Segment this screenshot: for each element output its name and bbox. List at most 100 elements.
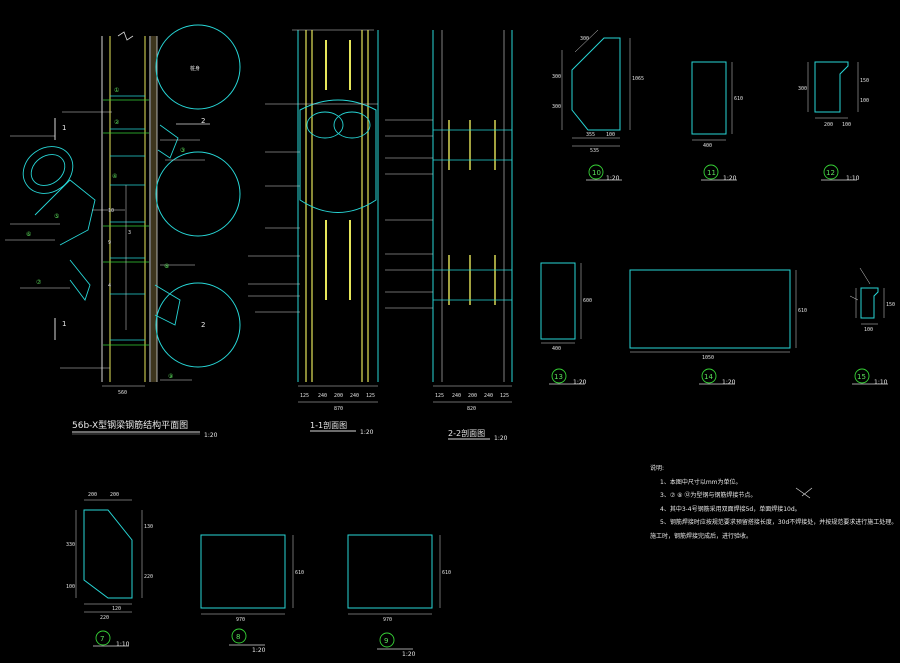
d10-dim-0: 300	[580, 36, 589, 42]
d10-dim-6: 535	[590, 148, 599, 154]
section11-scale: 1:20	[360, 429, 374, 436]
plan-dim-10: 10	[108, 208, 114, 214]
detail-15: 150 100 15 1:10	[849, 267, 895, 386]
d12-id: 12	[826, 169, 835, 177]
d15-id: 15	[857, 373, 866, 381]
note-line-1: 1、本图中尺寸以mm为单位。	[660, 478, 742, 486]
callout-3: ③	[180, 147, 185, 154]
d10-id: 10	[592, 169, 601, 177]
s22-dim-1: 240	[452, 393, 461, 399]
callout-2: ②	[114, 119, 120, 126]
d13-dim-1: 400	[552, 346, 561, 352]
d10-dim-2: 300	[552, 104, 561, 110]
plan-section-mark-1-top: 1	[62, 124, 66, 132]
d7-scale: 1:10	[116, 641, 130, 648]
s11-dim-2: 200	[334, 393, 343, 399]
d10-dim-3: 1065	[632, 76, 644, 82]
detail-13: 600 400 13 1:20	[540, 262, 592, 386]
s22-dim-total: 820	[467, 406, 476, 412]
note-line-4: 4、其中3-4号钢筋采用双面焊接5d，单面焊接10d。	[660, 505, 801, 513]
detail-10: 300 300 300 1065 355 100 535 10 1:20	[552, 29, 644, 182]
d9-id: 9	[384, 637, 388, 645]
d7-dim-4: 220	[144, 574, 153, 580]
callout-4: ④	[112, 173, 117, 180]
callout-6: ⑥	[26, 231, 31, 238]
note-line-5: 5、钢筋焊接时应按规范要求预留搭接长度，30d不焊接处，并按规范要求进行施工处理…	[660, 519, 898, 526]
s11-dim-1: 240	[318, 393, 327, 399]
d10-dim-4: 355	[586, 132, 595, 138]
d13-scale: 1:20	[573, 379, 587, 386]
section-1-1: 125 240 200 240 125 870 1-1剖面图 1:20	[248, 29, 379, 436]
plan-view: 10 9 4 3 桩身 2 2 1 1	[5, 24, 241, 439]
notes-block: 说明: 1、本图中尺寸以mm为单位。 3、⑦ ⑧ ⑫为型钢与钢筋焊接节点。 4、…	[650, 462, 898, 543]
d10-dim-5: 100	[606, 132, 615, 138]
d13-dim-0: 600	[583, 298, 592, 304]
s22-dim-0: 125	[435, 393, 444, 399]
s11-dim-0: 125	[300, 393, 309, 399]
d14-scale: 1:20	[722, 379, 736, 386]
d7-dim-7: 120	[112, 606, 121, 612]
d11-id: 11	[707, 169, 716, 177]
d8-scale: 1:20	[252, 647, 266, 654]
plan-dim-bottom: 560	[118, 390, 127, 396]
d7-dim-0: 200	[88, 492, 97, 498]
d11-dim-1: 400	[703, 143, 712, 149]
d7-dim-1: 200	[110, 492, 119, 498]
section11-title: 1-1剖面图	[310, 420, 347, 430]
d9-scale: 1:20	[402, 651, 416, 658]
d15-dim-1: 100	[864, 327, 873, 333]
d15-scale: 1:10	[874, 379, 888, 386]
s22-dim-4: 125	[500, 393, 509, 399]
d8-dim-1: 610	[295, 570, 304, 576]
d12-dim-4: 100	[842, 122, 851, 128]
weld-symbol-icon	[795, 487, 813, 499]
plan-section-mark-2-bottom: 2	[201, 321, 205, 329]
d14-id: 14	[704, 373, 713, 381]
section-2-2: 125 240 200 240 125 820 2-2剖面图 1:20	[385, 30, 513, 442]
d8-dim-0: 970	[236, 617, 245, 623]
plan-section-mark-2-top: 2	[201, 117, 205, 125]
d12-dim-2: 100	[860, 98, 869, 104]
s11-dim-4: 125	[366, 393, 375, 399]
callout-8: ⑧	[164, 263, 169, 270]
callout-9: ⑨	[168, 373, 173, 380]
section22-title: 2-2剖面图	[448, 428, 485, 438]
s11-dim-3: 240	[350, 393, 359, 399]
plan-dim-3: 3	[128, 230, 131, 236]
plan-dim-9: 9	[108, 240, 111, 246]
d11-dim-0: 610	[734, 96, 743, 102]
d12-dim-0: 300	[798, 86, 807, 92]
plan-section-mark-1-bottom: 1	[62, 320, 66, 328]
d10-dim-1: 300	[552, 74, 561, 80]
d9-dim-1: 610	[442, 570, 451, 576]
d12-scale: 1:10	[846, 175, 860, 182]
pile-label: 桩身	[190, 65, 200, 72]
d15-dim-0: 150	[886, 302, 895, 308]
d7-dim-5: 220	[100, 615, 109, 621]
d7-dim-3: 130	[144, 524, 153, 530]
notes-heading: 说明:	[650, 465, 665, 472]
d13-id: 13	[554, 373, 563, 381]
note-line-3: 3、⑦ ⑧ ⑫为型钢与钢筋焊接节点。	[660, 492, 757, 499]
plan-dim-4: 4	[108, 283, 111, 289]
callout-7: ⑦	[36, 279, 42, 286]
section22-scale: 1:20	[494, 435, 508, 442]
detail-7: 200 200 330 130 220 220 100 120 7 1:10	[66, 492, 153, 648]
detail-11: 610 400 11 1:20	[691, 61, 743, 182]
callout-1: ①	[114, 87, 119, 94]
plan-scale: 1:20	[204, 432, 218, 439]
plan-title: 56b-X型钢梁钢筋结构平面图	[72, 419, 188, 431]
d7-id: 7	[100, 635, 104, 643]
d8-id: 8	[236, 633, 240, 641]
d12-dim-3: 200	[824, 122, 833, 128]
detail-12: 300 150 100 200 100 12 1:10	[798, 61, 869, 182]
d9-dim-0: 970	[383, 617, 392, 623]
d10-scale: 1:20	[606, 175, 620, 182]
detail-14: 610 1050 14 1:20	[629, 269, 807, 386]
d7-dim-6: 100	[66, 584, 75, 590]
d11-scale: 1:20	[723, 175, 737, 182]
detail-8: 610 970 8 1:20	[200, 534, 304, 654]
s22-dim-3: 240	[484, 393, 493, 399]
s22-dim-2: 200	[468, 393, 477, 399]
